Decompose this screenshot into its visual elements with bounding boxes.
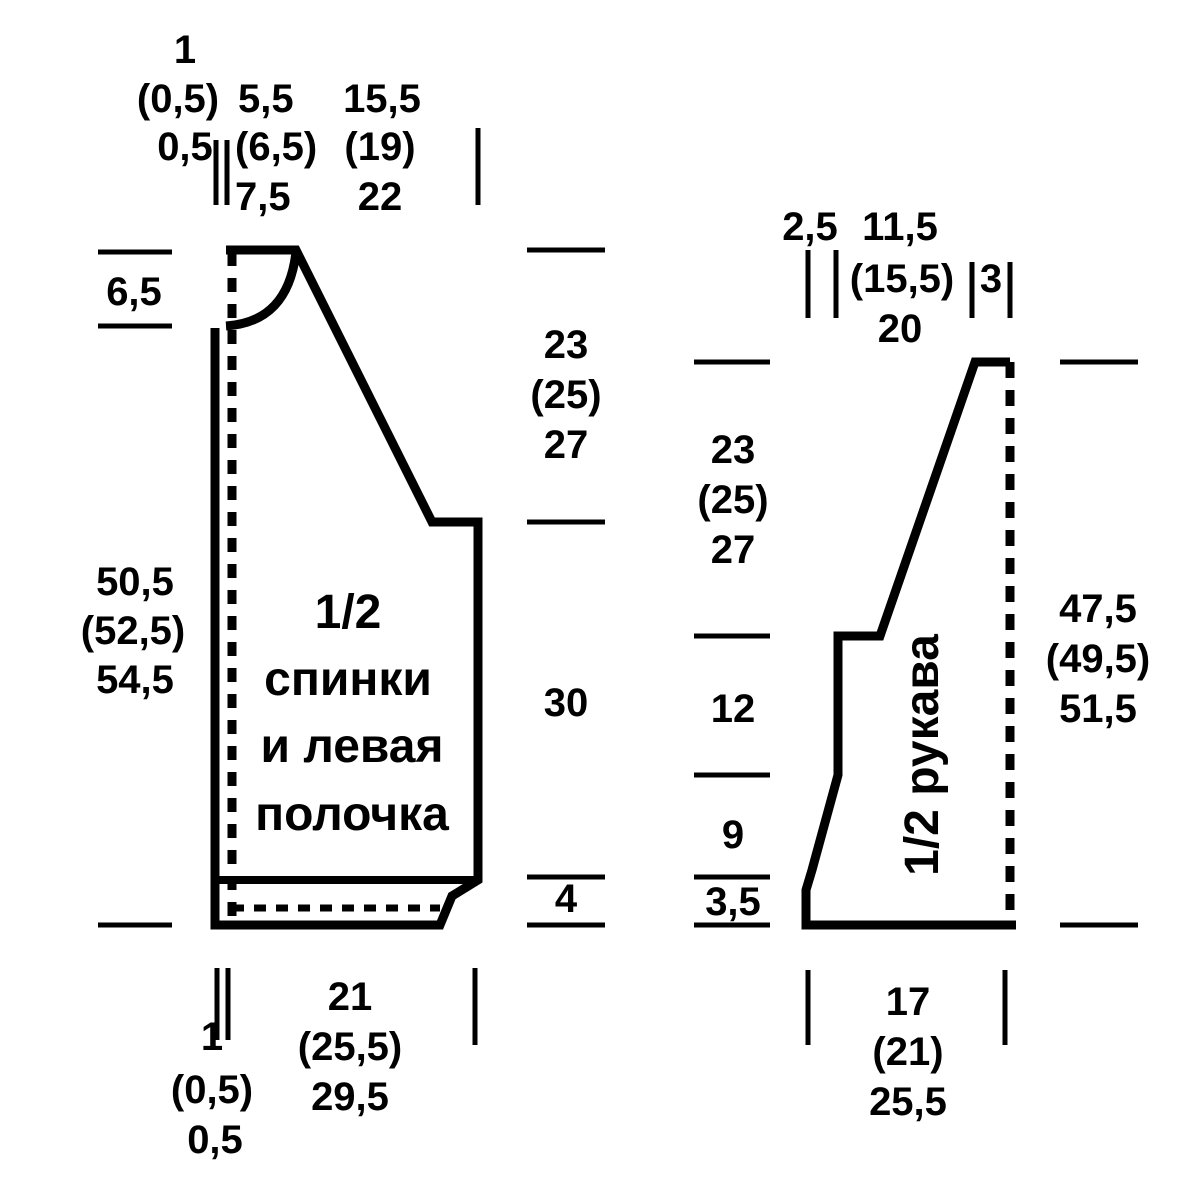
sleeve-outline (801, 357, 1016, 930)
body-neckline-curve (225, 251, 301, 331)
body-neck-edge-1: 1 (174, 28, 196, 72)
body-neck-width-2: (6,5) (235, 125, 317, 169)
sleeve-name: 1/2 рукава (896, 634, 949, 876)
body-width-1: 21 (328, 975, 373, 1019)
sleeve-cap-3: 20 (878, 307, 923, 351)
body-side: 30 (544, 681, 589, 725)
body-neck-edge-3: 0,5 (157, 125, 213, 169)
sleeve-piece: 1/2 рукава 2,5 11,5 (15,5) 20 3 23 (25) … (694, 205, 1150, 1124)
sleeve-cuff: 3,5 (705, 880, 761, 924)
sleeve-top-right-edge: 3 (980, 257, 1002, 301)
body-width-2: (25,5) (298, 1025, 403, 1069)
body-armhole-1: 23 (544, 323, 589, 367)
sleeve-top-left-edge: 2,5 (782, 205, 838, 249)
sleeve-middle: 12 (711, 687, 756, 731)
sleeve-length-3: 51,5 (1059, 687, 1137, 731)
sleeve-width-1: 17 (886, 980, 931, 1024)
sleeve-width-3: 25,5 (869, 1080, 947, 1124)
body-name-line-2: спинки (264, 653, 432, 706)
body-length-1: 50,5 (96, 560, 174, 604)
body-width-3: 29,5 (311, 1075, 389, 1119)
sleeve-width-2: (21) (872, 1030, 943, 1074)
sleeve-cap-height-3: 27 (711, 528, 756, 572)
body-neck-width-3: 7,5 (235, 175, 291, 219)
body-name-line-3: и левая (261, 720, 444, 773)
body-length-2: (52,5) (81, 609, 186, 653)
sleeve-length-2: (49,5) (1046, 637, 1151, 681)
body-shoulder-1: 15,5 (343, 77, 421, 121)
sleeve-cap-1: 11,5 (862, 205, 938, 249)
body-armhole-3: 27 (544, 423, 589, 467)
sleeve-cap-2: (15,5) (850, 257, 955, 301)
body-shoulder-2: (19) (344, 125, 415, 169)
sleeve-cap-height-1: 23 (711, 428, 756, 472)
body-bottom-edge-1: 1 (201, 1015, 223, 1059)
body-name-line-1: 1/2 (315, 586, 382, 639)
body-bottom-edge-2: (0,5) (171, 1068, 253, 1112)
body-band: 4 (555, 877, 578, 921)
sleeve-lower: 9 (722, 813, 744, 857)
body-name-line-4: полочка (255, 788, 449, 841)
body-neck-width-1: 5,5 (238, 77, 294, 121)
sleeve-cap-height-2: (25) (697, 478, 768, 522)
body-armhole-2: (25) (530, 373, 601, 417)
sleeve-length-1: 47,5 (1059, 587, 1137, 631)
body-neck-edge-2: (0,5) (137, 77, 219, 121)
body-bottom-edge-3: 0,5 (187, 1118, 243, 1162)
body-piece: 1/2 спинки и левая полочка 1 (0,5) 0,5 5… (81, 28, 605, 1162)
body-neck-depth: 6,5 (106, 270, 162, 314)
body-shoulder-3: 22 (358, 175, 403, 219)
body-length-3: 54,5 (96, 658, 174, 702)
